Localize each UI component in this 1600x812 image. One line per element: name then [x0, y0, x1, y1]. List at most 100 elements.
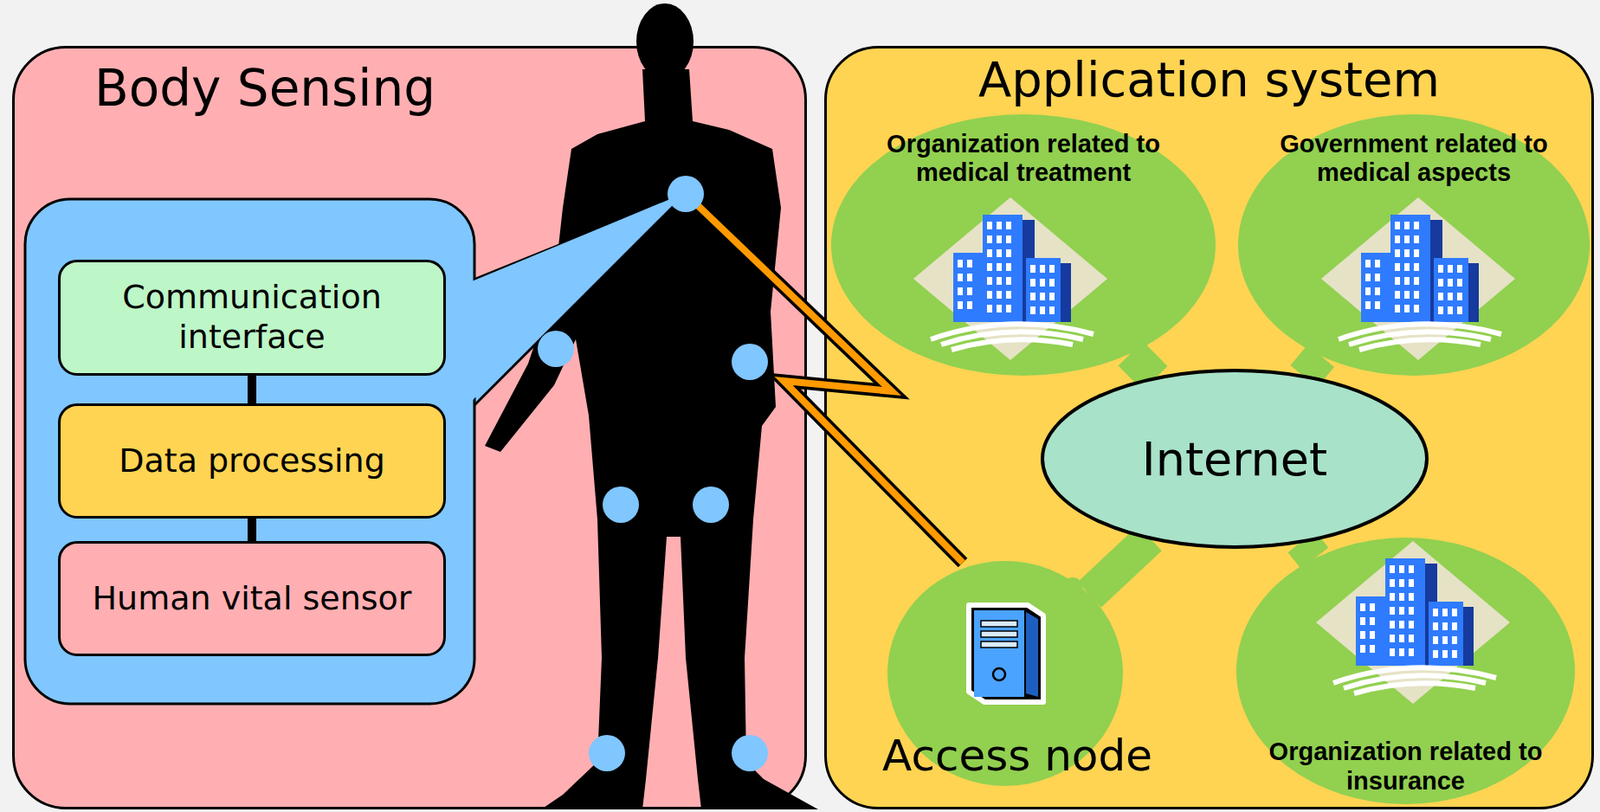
building-front: [1390, 214, 1431, 323]
building-window: [1404, 290, 1410, 299]
sensor-dots: [537, 175, 768, 772]
building-window: [1457, 264, 1463, 273]
sensor-dot: [602, 486, 639, 523]
module-box: Data processing: [58, 403, 446, 519]
building-window: [1413, 249, 1420, 258]
building-front: [1025, 258, 1061, 323]
building-window: [1374, 259, 1381, 268]
building-side: [1060, 263, 1071, 323]
building-window: [1408, 565, 1414, 574]
ellipse-outline: [1042, 370, 1427, 548]
building-window: [1369, 631, 1375, 639]
building-window: [1389, 593, 1395, 601]
building-window: [996, 290, 1002, 299]
silhouette-head: [636, 3, 694, 80]
node-label: Communication interface: [91, 277, 413, 357]
drive-slot: [980, 641, 1018, 648]
drive-slot: [980, 631, 1018, 638]
building-window: [1404, 249, 1410, 258]
icon-backdrop: [1321, 197, 1516, 361]
building-window: [1394, 249, 1400, 258]
ground-swoosh: [1359, 339, 1481, 350]
building-window: [987, 277, 993, 285]
building-window: [1049, 278, 1055, 287]
building-window: [1006, 277, 1012, 285]
building-window: [1006, 249, 1012, 258]
silhouette-body: [484, 69, 819, 810]
node-label: Organization related to medical treatmen…: [850, 129, 1197, 188]
building-window: [1039, 278, 1046, 287]
building-icon: [1316, 541, 1510, 704]
building-window: [1408, 634, 1414, 643]
building-window: [1413, 290, 1420, 299]
building-front: [1361, 252, 1391, 323]
building-window: [1408, 648, 1414, 657]
building-window: [1442, 636, 1448, 645]
thought-bubble: [913, 684, 952, 723]
node-label: Access node: [882, 730, 1153, 781]
building-window: [1404, 277, 1410, 285]
building-window: [1365, 287, 1371, 296]
building-window: [1360, 603, 1366, 612]
sensor-dot: [731, 343, 768, 381]
building-window: [987, 235, 993, 244]
building-window: [1030, 306, 1036, 315]
callout-pointer-fill: [467, 194, 681, 406]
building-window: [1404, 221, 1410, 230]
building-window: [987, 263, 993, 271]
building-window: [1432, 636, 1439, 645]
thought-bubble: [1063, 577, 1083, 597]
building-window: [957, 273, 963, 282]
building-window: [1432, 608, 1439, 617]
building-window: [1438, 306, 1444, 315]
building-window: [1451, 650, 1458, 659]
building-window: [1432, 622, 1439, 631]
building-window: [987, 304, 993, 313]
building-window: [1369, 603, 1375, 612]
node-label: Human vital sensor: [92, 579, 413, 620]
building-front: [1428, 601, 1464, 666]
module-box: Human vital sensor: [58, 541, 446, 657]
network-link: [1303, 355, 1322, 377]
building-icon: [913, 197, 1108, 361]
ground-swoosh: [1354, 683, 1476, 694]
computer-front: [974, 610, 1025, 697]
building-window: [1389, 579, 1395, 588]
building-window: [967, 259, 973, 268]
building-window: [996, 221, 1002, 230]
building-window: [1360, 631, 1366, 639]
building-icon: [1321, 197, 1516, 361]
building-window: [1365, 259, 1371, 268]
computer-side: [1025, 612, 1039, 697]
building-window: [1006, 263, 1012, 271]
building-window: [1438, 278, 1444, 287]
building-side: [1468, 263, 1479, 323]
building-window: [1365, 301, 1371, 310]
building-window: [1039, 306, 1046, 315]
building-window: [1399, 579, 1405, 588]
building-window: [1049, 264, 1055, 273]
bolt-outline: [685, 193, 963, 563]
building-window: [1404, 304, 1410, 313]
building-window: [1006, 221, 1012, 230]
organization-ellipse: Government related to medical aspects: [1236, 112, 1592, 378]
building-window: [1049, 292, 1055, 301]
building-window: [1408, 593, 1414, 601]
building-window: [1404, 263, 1410, 271]
network-link: [1301, 541, 1316, 559]
building-window: [1447, 292, 1453, 301]
building-window: [996, 235, 1002, 244]
building-window: [1365, 273, 1371, 282]
building-window: [1374, 287, 1381, 296]
building-window: [1447, 278, 1453, 287]
ellipse-outline: [831, 114, 1216, 376]
building-window: [957, 287, 963, 296]
region-title: Body Sensing: [14, 48, 805, 120]
building-window: [1399, 606, 1405, 615]
link-bar: [247, 518, 257, 542]
building-window: [987, 221, 993, 230]
building-window: [1438, 292, 1444, 301]
building-window: [1394, 277, 1400, 285]
building-window: [1030, 264, 1036, 273]
building-window: [1438, 264, 1444, 273]
